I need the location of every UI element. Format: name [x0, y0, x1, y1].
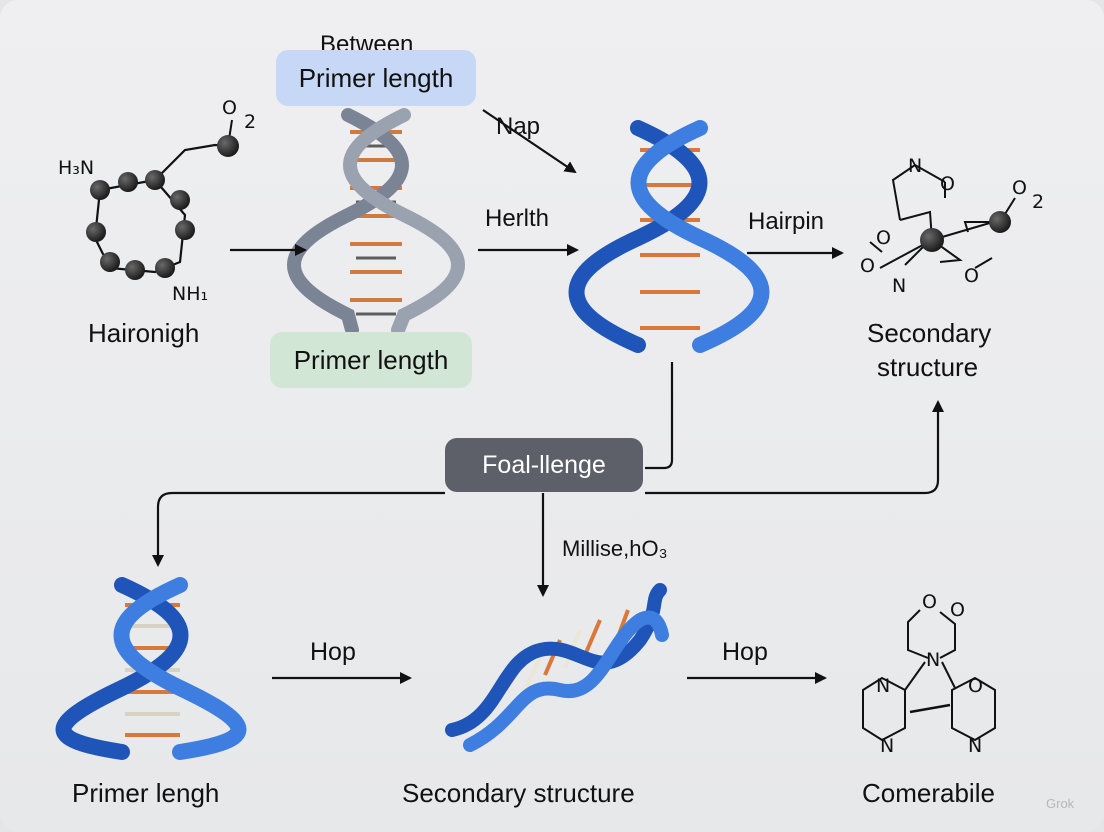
edges — [152, 109, 944, 684]
atom-n: N — [926, 649, 940, 671]
molecule1-label: Haironigh — [88, 318, 200, 348]
arrow-hub-to-molecule2 — [645, 400, 944, 495]
atom-o: O — [940, 173, 955, 195]
helix4-label: Secondary structure — [402, 778, 635, 808]
watermark: Grok — [1046, 796, 1075, 811]
connector-helix2-to-hub — [645, 362, 674, 470]
edge-label-nap: Nap — [496, 113, 541, 140]
dna-helix-2 — [568, 120, 770, 353]
molecule-1: H₃N O 2 NH₁ — [58, 97, 256, 305]
arrow-nap — [482, 109, 577, 174]
molecule2-label-line1: Secondary — [867, 318, 992, 348]
atom-nh: NH₁ — [172, 283, 208, 305]
edge-label-herlth: Herlth — [485, 205, 550, 232]
dna-helix-1 — [287, 108, 465, 337]
primer-length-pill-green: Primer length — [270, 332, 472, 388]
helix3-label: Primer lengh — [72, 778, 220, 808]
hub-box: Foal-llenge — [445, 438, 643, 492]
atom-o: O — [950, 599, 965, 621]
molecule3-label: Comerabile — [862, 778, 995, 808]
edge-label-hop-1: Hop — [310, 638, 356, 666]
atom-n: N — [880, 735, 894, 757]
atom-h3n: H₃N — [58, 157, 94, 179]
molecule-2: N O O O N O O 2 — [860, 155, 1044, 297]
atom-o-subscript: 2 — [1032, 191, 1044, 213]
atom-o: O — [922, 591, 937, 613]
ring-atoms — [86, 135, 239, 280]
atom-n: N — [968, 735, 982, 757]
atom-o: O — [860, 255, 875, 277]
atom-o: O — [964, 265, 979, 287]
dna-helix-4 — [445, 583, 669, 752]
atom-n: N — [908, 155, 922, 177]
atom-o: O — [968, 675, 983, 697]
edge-label-millise: Millise,hO₃ — [562, 536, 668, 561]
atom-o: O — [876, 227, 891, 249]
dna-helix-3 — [55, 577, 247, 760]
primer-length-pill-blue: Primer length — [276, 50, 476, 106]
molecule-3: O N O N O N N — [862, 591, 996, 757]
atom-o-subscript: 2 — [244, 111, 256, 133]
atom-n: N — [892, 275, 906, 297]
edge-label-hairpin: Hairpin — [748, 208, 825, 235]
arrow-hub-to-helix3 — [152, 491, 445, 567]
atom-o: O — [222, 97, 237, 119]
atom-o: O — [1012, 177, 1027, 199]
molecule2-label-line2: structure — [877, 352, 979, 382]
atom-n: N — [876, 675, 890, 697]
edge-label-hop-2: Hop — [722, 638, 768, 666]
